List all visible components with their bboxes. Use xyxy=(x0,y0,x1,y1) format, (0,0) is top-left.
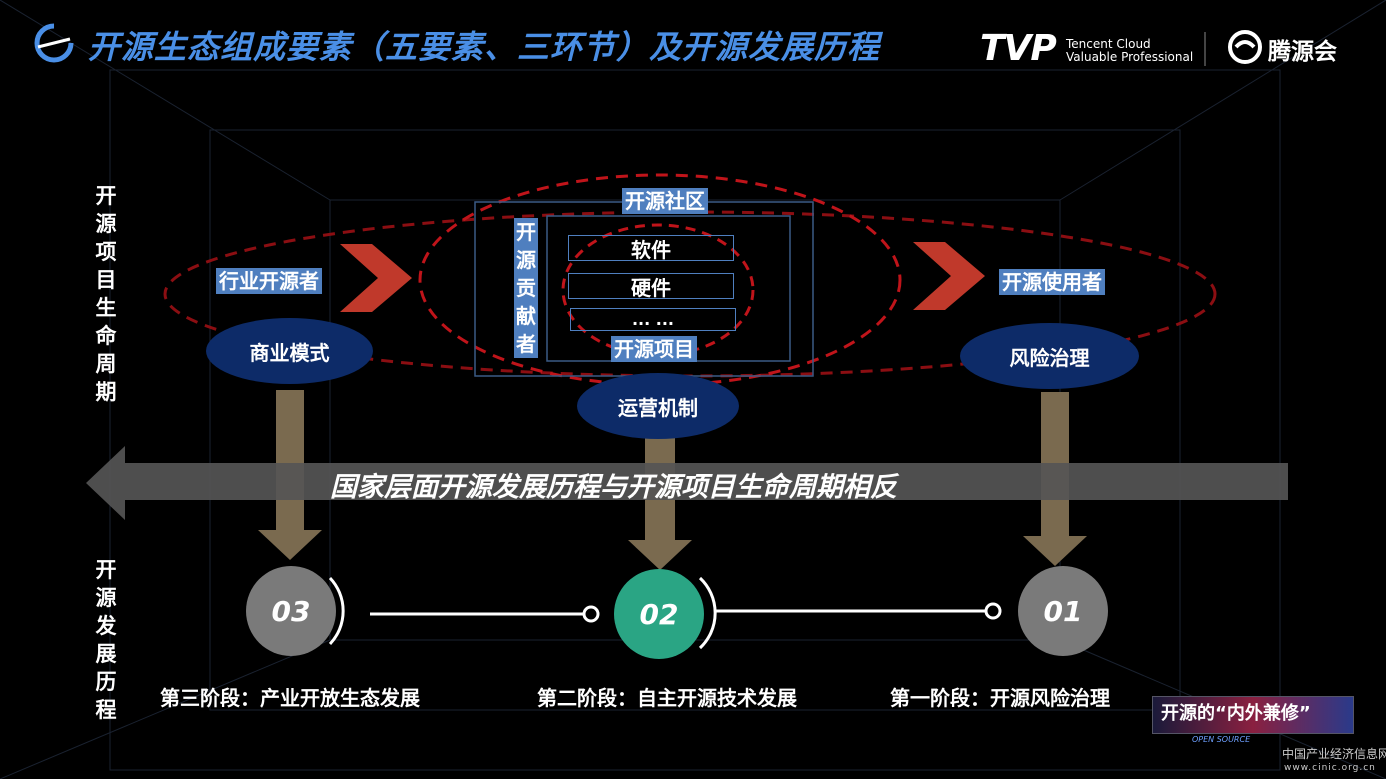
stage-01-circle: 01 xyxy=(1018,566,1108,656)
industry-open-sourcer-label: 行业开源者 xyxy=(216,268,322,294)
chevron-right-icon xyxy=(913,242,985,310)
stage-02-circle: 02 xyxy=(614,569,704,659)
stage-01-label: 第一阶段：开源风险治理 xyxy=(890,686,1110,710)
stage-02-label: 第二阶段：自主开源技术发展 xyxy=(537,686,797,710)
tvp-line1: Tencent Cloud xyxy=(1066,37,1151,51)
watermark-title: 开源的“内外兼修” xyxy=(1161,703,1311,724)
stage-03-circle: 03 xyxy=(246,566,336,656)
tvp-logo: TVP xyxy=(980,28,1057,69)
watermark-badge: 开源的“内外兼修” xyxy=(1152,696,1354,734)
community-label: 开源社区 xyxy=(622,188,708,214)
item-software: 软件 xyxy=(568,235,734,262)
item-more: ... ... xyxy=(570,308,736,331)
project-label: 开源项目 xyxy=(611,336,697,362)
stage-03-label: 第三阶段：产业开放生态发展 xyxy=(160,686,420,710)
risk-governance-ellipse: 风险治理 xyxy=(960,323,1139,389)
side-label-lifecycle: 开源项目生命周期 xyxy=(95,184,117,404)
tvp-line2: Valuable Professional xyxy=(1066,50,1194,64)
contributor-label: 开源贡献者 xyxy=(514,218,538,358)
watermark-url: www.cinic.org.cn xyxy=(1284,763,1376,773)
banner-arrow xyxy=(86,446,1288,520)
item-hardware: 硬件 xyxy=(568,273,734,300)
watermark-sub: OPEN SOURCE xyxy=(1192,735,1251,744)
business-model-ellipse: 商业模式 xyxy=(206,318,373,384)
tvp-text: Tencent Cloud Valuable Professional xyxy=(1066,38,1193,64)
side-label-history: 开源发展历程 xyxy=(95,558,117,722)
brand-name: 腾源会 xyxy=(1268,39,1337,65)
page-title: 开源生态组成要素（五要素、三环节）及开源发展历程 xyxy=(88,28,881,66)
banner-text: 国家层面开源发展历程与开源项目生命周期相反 xyxy=(330,472,897,503)
operation-ellipse: 运营机制 xyxy=(577,373,739,439)
tengyuan-logo-icon xyxy=(1228,30,1262,64)
chevron-right-icon xyxy=(340,244,412,312)
user-label: 开源使用者 xyxy=(999,269,1105,295)
watermark-site: 中国产业经济信息网 xyxy=(1282,747,1386,761)
slide-logo-icon xyxy=(34,23,74,63)
